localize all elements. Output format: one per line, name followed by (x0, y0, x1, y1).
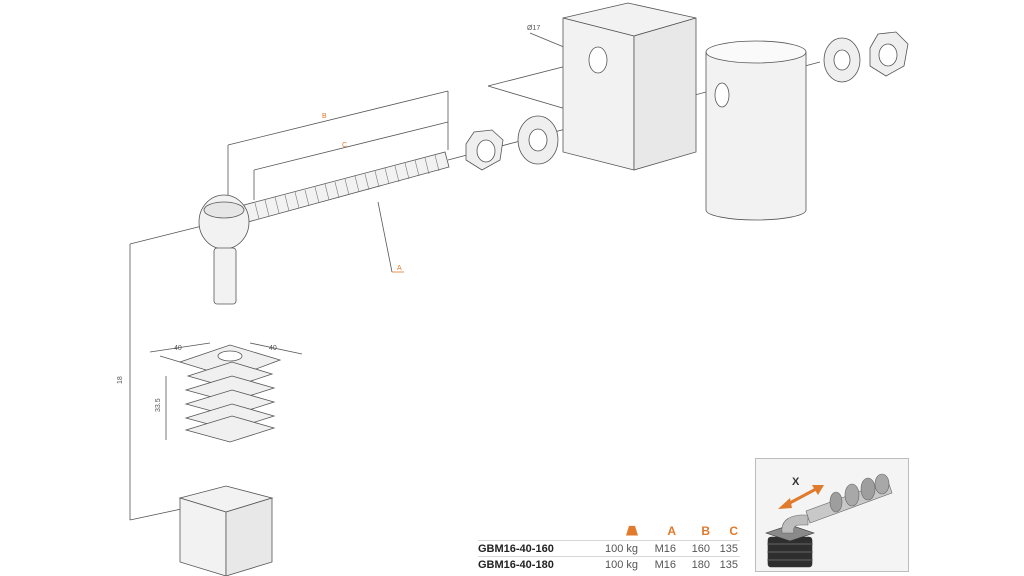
label-hole-diameter: Ø17 (527, 25, 540, 32)
label-c: C (342, 142, 347, 149)
label-plate-w2: 40 (269, 345, 277, 352)
label-a: A (397, 265, 402, 272)
threaded-bolt (198, 151, 450, 305)
header-c: C (729, 524, 738, 538)
label-b: B (322, 113, 327, 120)
table-row: GBM16-40-180 100 kg M16 180 135 (478, 556, 740, 572)
label-plug-height: 33.5 (155, 398, 162, 412)
square-tube-bottom (178, 485, 274, 576)
base-plug (149, 342, 303, 443)
header-a: A (667, 524, 676, 538)
label-height: 18 (117, 376, 124, 384)
header-weight (580, 524, 638, 539)
table-row: GBM16-40-160 100 kg M16 160 135 (478, 540, 740, 556)
nut-left (465, 129, 504, 171)
label-plate-w1: 40 (174, 345, 182, 352)
round-tube (705, 40, 807, 221)
pin (213, 247, 237, 305)
weight-icon (626, 525, 638, 536)
spec-table: . A B C GBM16-40-160 100 kg M16 160 135 … (478, 522, 740, 572)
header-b: B (701, 524, 710, 538)
inset-photo: X (755, 458, 909, 572)
inset-label-x: X (792, 476, 800, 488)
adjust-arrow-icon (778, 485, 824, 509)
dim-line-c (253, 121, 449, 171)
inset-illustration: X (756, 459, 908, 571)
dim-line-b (227, 90, 449, 146)
hole-top (588, 46, 608, 74)
table-header: . A B C (478, 522, 740, 540)
washer-right (823, 37, 861, 83)
square-tube-top (562, 2, 697, 171)
nut-right (869, 31, 909, 77)
washer-left (517, 115, 559, 165)
